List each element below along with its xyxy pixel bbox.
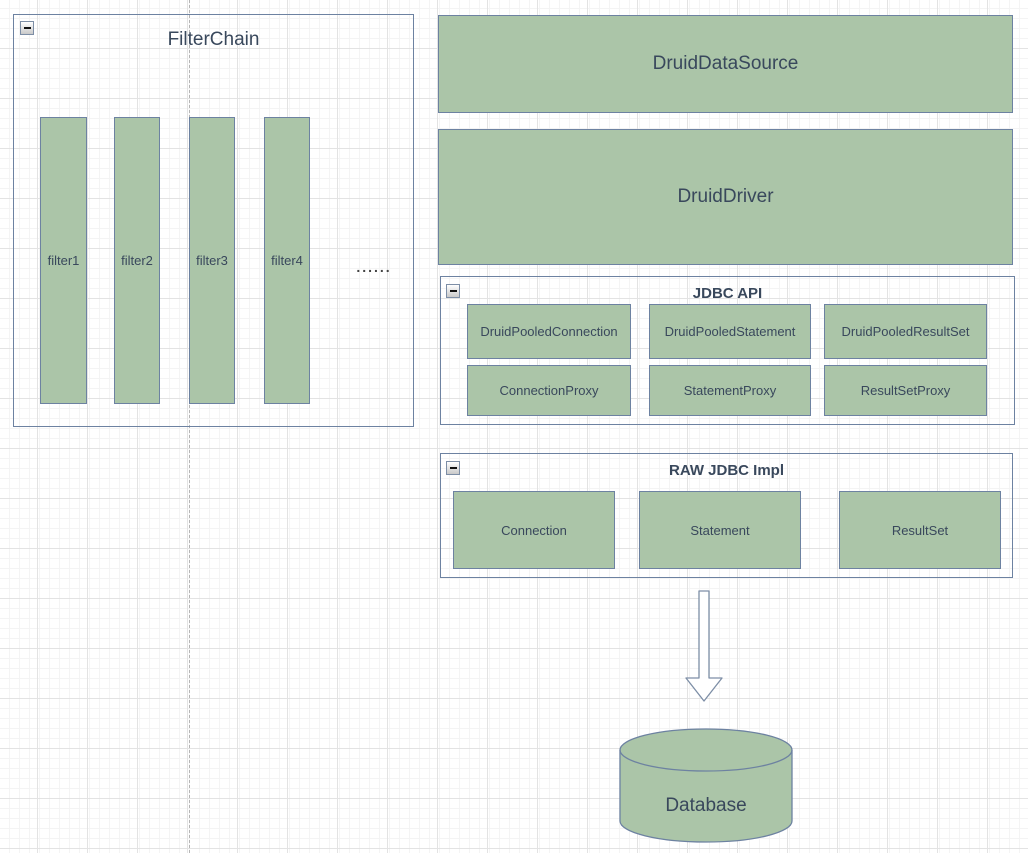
raw-jdbc-title: RAW JDBC Impl	[668, 462, 784, 479]
filters-ellipsis: ......	[356, 259, 392, 275]
druid-pooled-resultset-node[interactable]: DruidPooledResultSet	[824, 304, 987, 359]
jdbc-api-title: JDBC API	[692, 285, 763, 302]
raw-jdbc-container[interactable]: RAW JDBC Impl Connection Statement Resul…	[440, 453, 1013, 578]
node-label: Connection	[501, 522, 567, 538]
filter-label: filter3	[196, 253, 228, 268]
database-cylinder[interactable]: Database	[619, 728, 793, 843]
node-label: StatementProxy	[683, 383, 777, 398]
druid-pooled-statement-node[interactable]: DruidPooledStatement	[649, 304, 811, 359]
down-arrow-icon[interactable]	[684, 590, 724, 703]
node-label: Statement	[690, 522, 750, 538]
statement-proxy-node[interactable]: StatementProxy	[649, 365, 811, 416]
filter-label: filter1	[47, 253, 80, 268]
collapse-minus-icon[interactable]	[20, 21, 34, 35]
druid-driver-node[interactable]: DruidDriver	[438, 129, 1013, 265]
filter-bar[interactable]: filter4	[264, 117, 310, 404]
statement-node[interactable]: Statement	[639, 491, 801, 569]
connection-node[interactable]: Connection	[453, 491, 615, 569]
filterchain-title: FilterChain	[167, 29, 260, 50]
filter-bar[interactable]: filter1	[40, 117, 87, 404]
node-label: ResultSet	[891, 522, 949, 538]
filter-bar[interactable]: filter2	[114, 117, 160, 404]
resultset-proxy-node[interactable]: ResultSetProxy	[824, 365, 987, 416]
node-label: DruidPooledStatement	[664, 324, 796, 339]
node-label: ResultSetProxy	[860, 383, 951, 398]
node-label: DruidPooledConnection	[480, 324, 618, 339]
filterchain-container[interactable]: FilterChain filter1 filter2 filter3 filt…	[13, 14, 414, 427]
connection-proxy-node[interactable]: ConnectionProxy	[467, 365, 631, 416]
filter-bar[interactable]: filter3	[189, 117, 235, 404]
resultset-node[interactable]: ResultSet	[839, 491, 1001, 569]
collapse-minus-icon[interactable]	[446, 461, 460, 475]
druid-driver-label: DruidDriver	[677, 186, 774, 207]
node-label: DruidPooledResultSet	[841, 324, 970, 339]
database-label: Database	[665, 794, 747, 816]
filter-label: filter4	[271, 253, 303, 268]
collapse-minus-icon[interactable]	[446, 284, 460, 298]
druid-datasource-node[interactable]: DruidDataSource	[438, 15, 1013, 113]
node-label: ConnectionProxy	[499, 383, 599, 398]
druid-pooled-connection-node[interactable]: DruidPooledConnection	[467, 304, 631, 359]
filter-label: filter2	[121, 253, 153, 268]
druid-datasource-label: DruidDataSource	[652, 53, 799, 74]
jdbc-api-container[interactable]: JDBC API DruidPooledConnection DruidPool…	[440, 276, 1015, 425]
